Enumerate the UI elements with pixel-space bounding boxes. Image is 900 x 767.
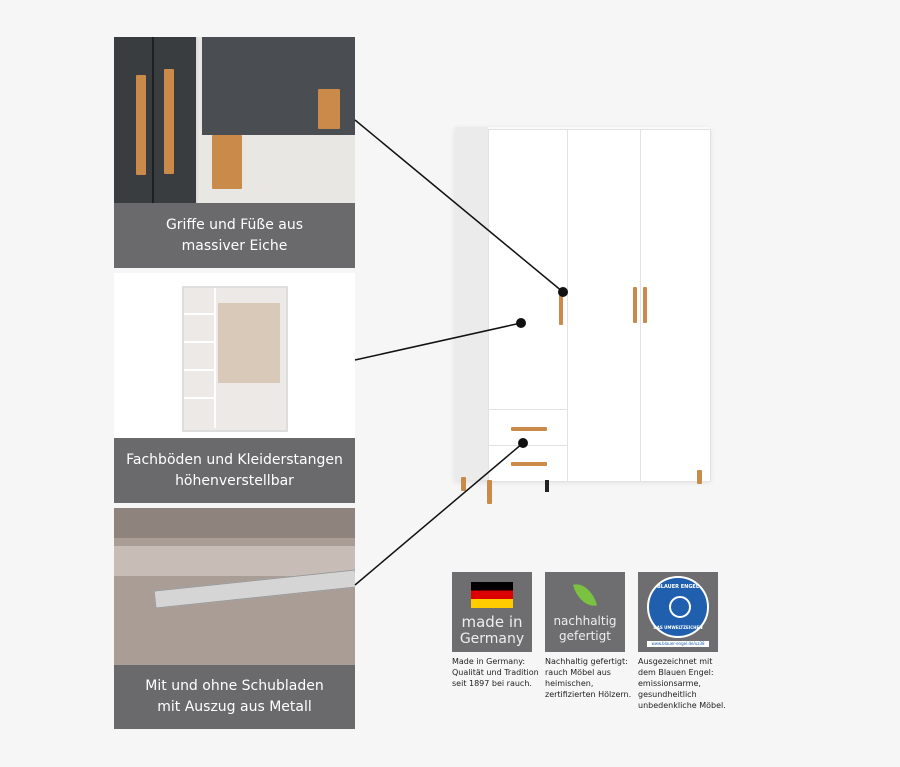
made-in-germany-badge: made in Germany (452, 572, 532, 652)
feature-caption-drawers: Mit und ohne Schubladen mit Auszug aus M… (114, 665, 355, 729)
caption-line: höhenverstellbar (175, 472, 294, 489)
badge-label: gefertigt (559, 629, 611, 643)
caption-line: massiver Eiche (181, 237, 288, 254)
badge-label: BLAUER ENGEL (656, 584, 700, 590)
caption-line: Mit und ohne Schubladen (145, 678, 324, 694)
drawer-runner-photo (114, 508, 355, 665)
callout-line-drawers (354, 442, 524, 586)
wardrobe-illustration (455, 127, 711, 504)
badge-label: made in (461, 613, 523, 631)
badge-label: nachhaltig (553, 614, 617, 628)
blue-angel-badge: BLAUER ENGEL DAS UMWELTZEICHEN www.blaue… (638, 572, 718, 652)
feature-caption-shelves: Fachböden und Kleiderstangen höhenverste… (114, 438, 355, 503)
badge-label: DAS UMWELTZEICHEN (653, 625, 703, 630)
callout-line-handles (354, 119, 564, 293)
caption-line: mit Auszug aus Metall (157, 699, 312, 715)
callout-dot (516, 318, 526, 328)
callout-line-shelves (354, 322, 522, 361)
badge-label: Germany (459, 631, 525, 647)
leaf-icon (572, 580, 598, 610)
blue-angel-icon: BLAUER ENGEL DAS UMWELTZEICHEN (647, 576, 709, 638)
callout-dot (558, 287, 568, 297)
sustainable-badge: nachhaltig gefertigt (545, 572, 625, 652)
feature-caption-handles: Griffe und Füße aus massiver Eiche (114, 203, 355, 268)
wardrobe-interior-photo (114, 273, 355, 438)
badge-url: www.blauer-engel.de/uz38 (647, 641, 709, 647)
callout-dot (518, 438, 528, 448)
handles-feet-photo (114, 37, 355, 203)
german-flag-icon (471, 582, 513, 608)
caption-line: Griffe und Füße aus (165, 216, 304, 233)
caption-line: Fachböden und Kleiderstangen (126, 451, 343, 468)
